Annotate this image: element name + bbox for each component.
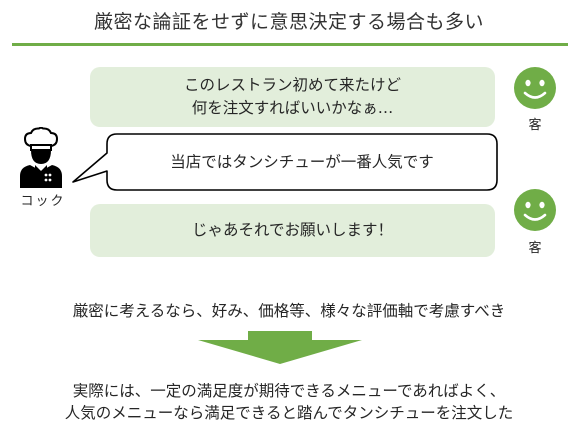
cook-speech-bubble-outline	[72, 133, 498, 191]
guest-smiley-icon	[514, 189, 556, 231]
page-title: 厳密な論証をせずに意思決定する場合も多い	[93, 11, 484, 33]
chef-icon	[20, 127, 62, 188]
conclusion-line-1: 実際には、一定の満足度が期待できるメニューであればよく、	[72, 382, 506, 400]
down-arrow-icon	[198, 331, 362, 364]
guest-speech-line-1: このレストラン初めて来たけど	[183, 76, 401, 94]
cook-label: コック	[20, 194, 66, 209]
title-underline	[12, 43, 568, 46]
guest-speech-bubble-second: じゃあそれでお願いします！	[90, 204, 495, 257]
guest-speech-bubble-first: このレストラン初めて来たけど 何を注文すればいいかなぁ…	[90, 67, 495, 127]
strict-evaluation-statement: 厳密に考えるなら、好み、価格等、様々な評価軸で考慮すべき	[72, 302, 506, 320]
guest-smiley-icon	[514, 67, 556, 109]
conclusion-text: 実際には、一定の満足度が期待できるメニューであればよく、 人気のメニューなら満足…	[0, 380, 578, 424]
guest-label-first: 客	[528, 118, 542, 133]
conclusion-line-2: 人気のメニューなら満足できると踏んでタンシチューを注文した	[64, 404, 514, 422]
guest-label-second: 客	[528, 241, 542, 256]
cook-speech-text: 当店ではタンシチューが一番人気です	[170, 153, 434, 171]
guest-speech-line-2: 何を注文すればいいかなぁ…	[191, 99, 394, 117]
